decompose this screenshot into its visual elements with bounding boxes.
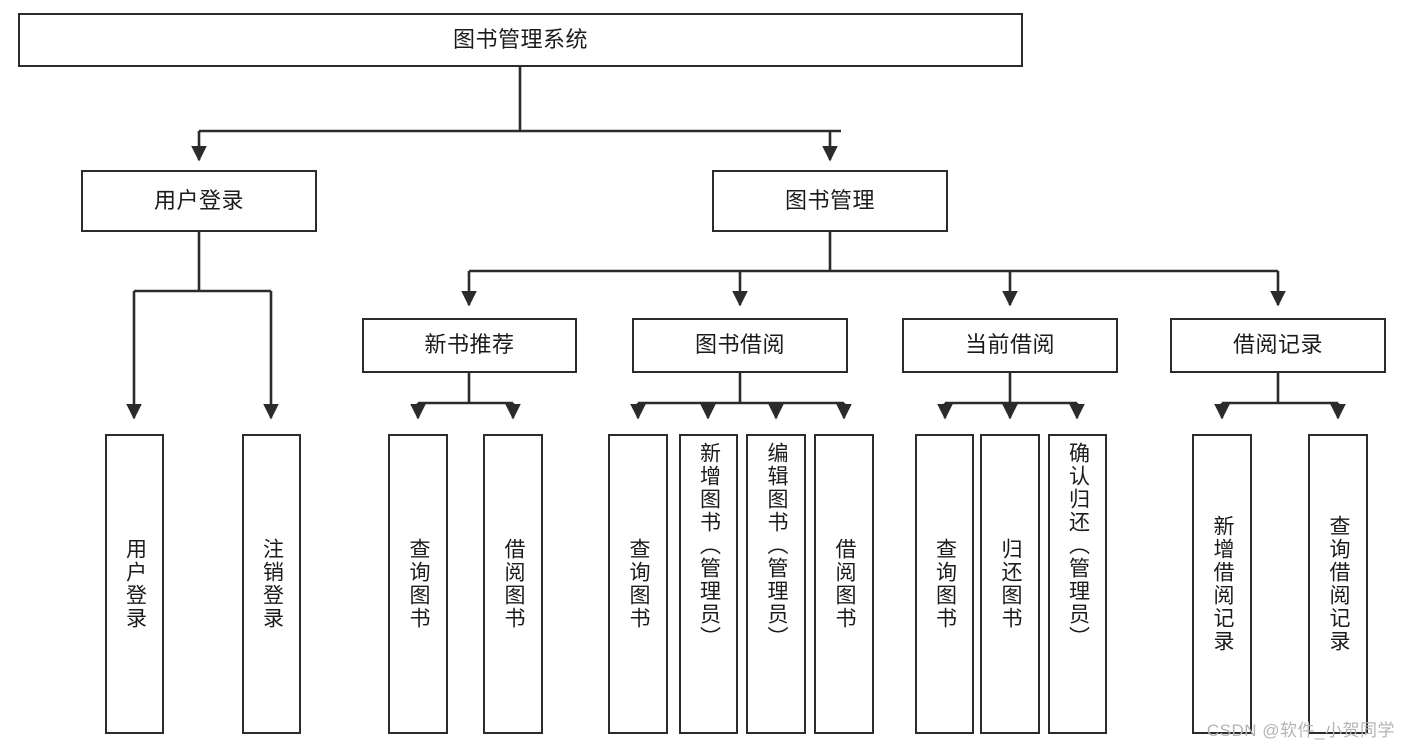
node-leaf-current-query-books[interactable]: 查询图书 [915, 434, 974, 734]
node-user-login[interactable]: 用户登录 [81, 170, 317, 232]
node-leaf-borrow-query-books[interactable]: 查询图书 [608, 434, 668, 734]
node-label: 查询图书 [407, 538, 431, 630]
node-label: 用户登录 [123, 538, 147, 630]
node-label: 新增借阅记录 [1211, 515, 1235, 653]
node-leaf-borrow-edit-book-admin[interactable]: 编辑图书（管理员） [746, 434, 806, 734]
node-label: 借阅图书 [833, 538, 857, 630]
node-current-borrow[interactable]: 当前借阅 [902, 318, 1118, 373]
node-label: 新书推荐 [424, 332, 515, 358]
node-label: 图书管理系统 [452, 26, 588, 52]
node-leaf-newbook-borrow-books[interactable]: 借阅图书 [483, 434, 543, 734]
node-label: 归还图书 [999, 538, 1023, 630]
csdn-watermark: CSDN @软件_小贺同学 [1206, 721, 1395, 740]
node-label: 新增图书（管理员） [697, 442, 721, 649]
node-label: 查询图书 [933, 538, 957, 630]
node-leaf-record-add-record[interactable]: 新增借阅记录 [1192, 434, 1252, 734]
node-leaf-current-confirm-return-admin[interactable]: 确认归还（管理员） [1048, 434, 1107, 734]
node-label: 确认归还（管理员） [1066, 442, 1090, 649]
node-label: 编辑图书（管理员） [765, 442, 789, 649]
node-leaf-current-return-books[interactable]: 归还图书 [980, 434, 1040, 734]
node-leaf-record-query-record[interactable]: 查询借阅记录 [1308, 434, 1368, 734]
node-label: 当前借阅 [964, 332, 1055, 358]
node-leaf-user-login-signin[interactable]: 用户登录 [105, 434, 164, 734]
node-new-book-recommend[interactable]: 新书推荐 [362, 318, 577, 373]
node-label: 图书借阅 [694, 332, 785, 358]
node-label: 借阅记录 [1232, 332, 1323, 358]
node-label: 查询图书 [627, 538, 651, 630]
node-book-borrow[interactable]: 图书借阅 [632, 318, 848, 373]
node-book-management[interactable]: 图书管理 [712, 170, 948, 232]
node-leaf-user-login-signout[interactable]: 注销登录 [242, 434, 301, 734]
node-leaf-borrow-borrow-books[interactable]: 借阅图书 [814, 434, 874, 734]
node-label: 查询借阅记录 [1327, 515, 1351, 653]
node-label: 用户登录 [153, 187, 244, 213]
node-label: 注销登录 [260, 538, 284, 630]
node-label: 借阅图书 [502, 538, 526, 630]
node-label: 图书管理 [784, 187, 875, 213]
node-leaf-newbook-query-books[interactable]: 查询图书 [388, 434, 448, 734]
node-leaf-borrow-add-book-admin[interactable]: 新增图书（管理员） [679, 434, 738, 734]
node-root-book-management-system[interactable]: 图书管理系统 [18, 13, 1023, 67]
node-borrow-record[interactable]: 借阅记录 [1170, 318, 1386, 373]
